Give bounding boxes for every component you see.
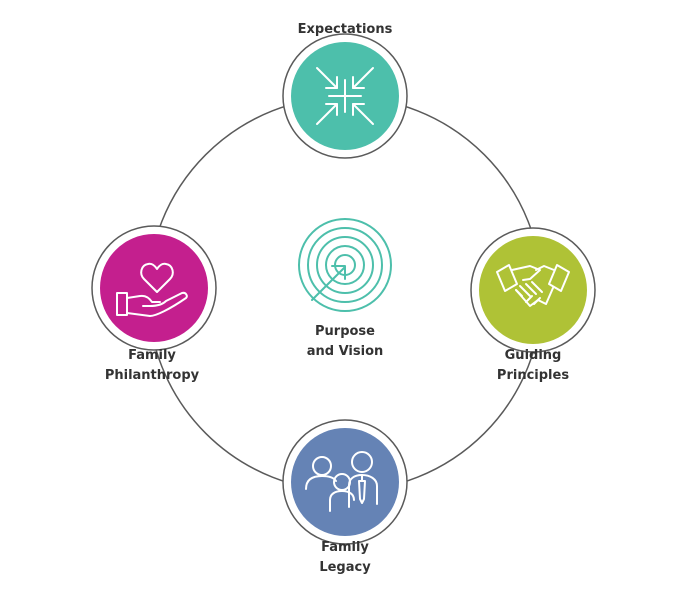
family-legacy-label: Family Legacy <box>245 538 445 578</box>
arrows-inward-icon <box>316 67 374 125</box>
family-legacy-disc <box>291 428 399 536</box>
guiding-principles-label: Guiding Principles <box>433 346 633 386</box>
family-legacy-node <box>282 419 408 545</box>
family-philanthropy-node <box>91 225 217 351</box>
family-legacy-label-line-2: Legacy <box>319 560 371 575</box>
target-arrow-icon <box>298 218 392 312</box>
family-icon <box>305 451 378 512</box>
guiding-principles-label-line-2: Principles <box>496 368 570 383</box>
family-philanthropy-label-line-2: Philanthropy <box>104 368 200 383</box>
heart-hand-icon <box>116 262 188 317</box>
family-legacy-label-line-1: Family <box>321 540 369 555</box>
expectations-label: Expectations <box>245 20 445 40</box>
purpose-vision-label: Purpose and Vision <box>245 322 445 362</box>
family-philanthropy-label: Family Philanthropy <box>52 346 252 386</box>
purpose-vision-label-line-1: Purpose <box>315 324 375 339</box>
guiding-principles-label-line-1: Guiding <box>504 348 562 363</box>
expectations-label-line-1: Expectations <box>297 22 393 37</box>
guiding-principles-node <box>470 227 596 353</box>
handshake-icon <box>496 264 570 307</box>
purpose-vision-node <box>298 218 392 312</box>
expectations-node <box>282 33 408 159</box>
purpose-vision-label-line-2: and Vision <box>306 344 384 359</box>
family-philanthropy-label-line-1: Family <box>128 348 176 363</box>
